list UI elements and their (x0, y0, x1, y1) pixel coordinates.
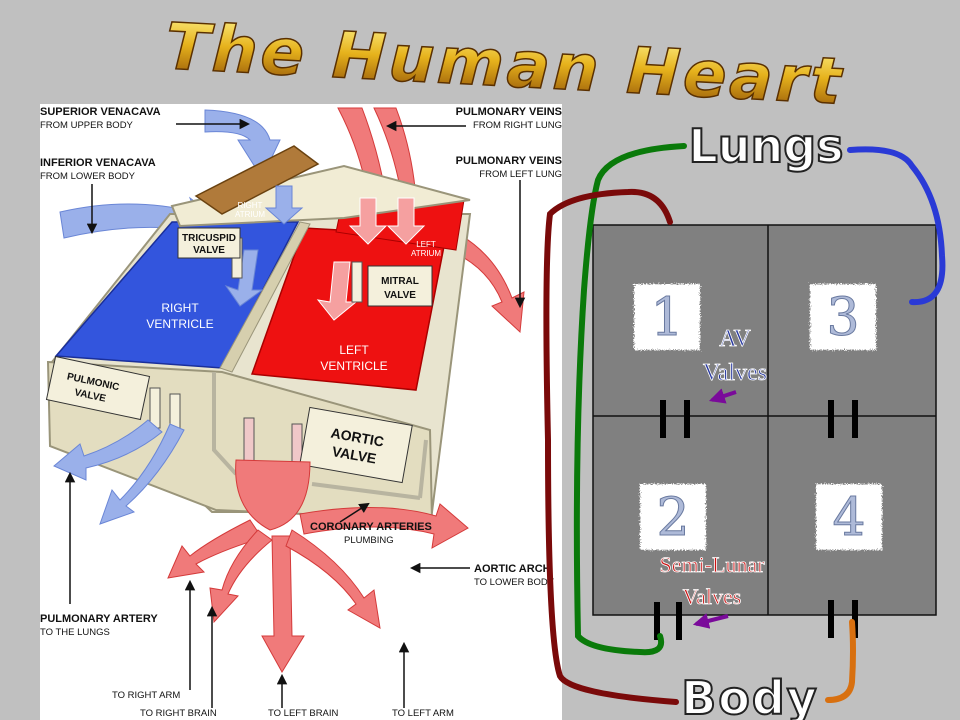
pulmonary-artery-arrow-2 (99, 423, 185, 525)
left-ventricle-flow-arrow (316, 261, 358, 321)
arrow-to-left-arm (285, 529, 381, 629)
pulmonic-valve-tag: Pulmonic Valve (45, 355, 151, 421)
mitral-valve-label-2: Valve (384, 290, 416, 301)
semilunar-valves-label-line2: Valves (683, 584, 742, 609)
semilunar-valve-right (828, 600, 858, 638)
pulmonary-veins-left-sub: From Left Lung (479, 169, 562, 180)
aortic-valve-tag: Aortic Valve (299, 406, 413, 484)
av-valves-label-line1: AV (719, 326, 751, 352)
left-atrium-flow-arrow-2 (386, 197, 426, 245)
av-valves-pointer-arrow (708, 388, 737, 404)
superior-venacava-sub: From Upper Body (40, 120, 134, 131)
tricuspid-valve-label: Tricuspid (182, 233, 236, 244)
tricuspid-valve-tag: Tricuspid Valve (177, 227, 241, 259)
chamber-4: 4 (816, 484, 882, 550)
orange-path-to-body (825, 619, 856, 703)
chamber-2-number: 2 (656, 488, 689, 548)
left-atrium-flow-arrow (348, 197, 388, 245)
mitral-valve-tag: Mitral Valve (367, 265, 433, 307)
heart-schematic: 1 3 2 4 (543, 118, 946, 720)
chamber-1-number: 1 (650, 288, 683, 348)
pulmonary-artery-label: Pulmonary Artery (40, 613, 158, 625)
inferior-venacava-sub: From Lower Body (40, 171, 136, 182)
left-ventricle-label-2: Ventricle (320, 359, 387, 373)
superior-venacava-label: Superior Venacava (40, 106, 161, 118)
aortic-arch-sub: To Lower Body (474, 577, 555, 588)
heart-illustration: Tricuspid Valve Mitral Valve Pulmonic Va… (40, 104, 562, 720)
mitral-valve-label: Mitral (381, 276, 419, 287)
semilunar-valve-left (654, 602, 682, 640)
right-ventricle-label-2: Ventricle (146, 317, 213, 331)
green-path-to-lungs (573, 143, 687, 656)
maroon-path-from-body (543, 188, 679, 705)
pulmonary-veins-right-sub: From Right Lung (473, 120, 562, 131)
body-label: Body (681, 671, 819, 720)
aorta-trunk (235, 459, 311, 531)
septum-wall (219, 221, 311, 373)
chamber-1: 1 (634, 284, 700, 350)
tricuspid-valve-label-2: Valve (193, 245, 225, 256)
atrium-roof (194, 145, 320, 215)
arrow-aortic-arch (299, 503, 469, 549)
page-title: The Human Heart (164, 10, 846, 119)
right-atrium-label: Right (238, 201, 263, 210)
right-atrium-label-2: Atrium (235, 210, 265, 219)
left-atrium-label: Left (416, 240, 436, 249)
blue-path-from-lungs (847, 146, 946, 306)
to-left-arm-label: To Left Arm (392, 708, 454, 719)
to-left-brain-label: To Left Brain (268, 708, 339, 719)
title-group: The Human Heart (163, 10, 847, 121)
semilunar-valves-label-line1: Semi-Lunar (659, 552, 765, 577)
left-ventricle-label: Left (339, 343, 369, 357)
pulmonic-valve-flap (149, 387, 161, 429)
mitral-valve-flap (351, 261, 363, 303)
chamber-4-number: 4 (832, 488, 865, 548)
left-atrium-label-2: Atrium (411, 249, 441, 258)
arrow-to-left-brain (261, 535, 305, 673)
arrow-to-right-arm (167, 519, 263, 579)
inferior-venacava-label: Inferior Venacava (40, 157, 156, 169)
coronary-plumbing (212, 372, 428, 500)
to-right-arm-label: To Right Arm (112, 690, 180, 701)
coronary-plumbing-label: Plumbing (344, 535, 394, 546)
semilunar-valves-pointer-arrow (692, 613, 729, 629)
pulmonary-veins-left-label: Pulmonary Veins (456, 155, 562, 167)
aortic-arch-label: Aortic Arch (474, 563, 551, 575)
av-valve-right (828, 400, 858, 438)
chamber-3: 3 (810, 284, 876, 350)
arrow-to-right-brain (209, 529, 273, 624)
right-atrium-flow-arrow (264, 185, 304, 225)
right-ventricle-flow-arrow (224, 249, 264, 307)
pulmonary-artery-sub: To The Lungs (40, 627, 110, 638)
to-right-brain-label: To Right Brain (140, 708, 217, 719)
pulmonary-veins-right-label: Pulmonary Veins (456, 106, 562, 118)
pointer-coronary (339, 502, 370, 523)
chamber-3-number: 3 (826, 288, 859, 348)
pulmonary-artery-arrow (53, 419, 163, 481)
aortic-valve-flap (243, 417, 255, 463)
coronary-arteries-label: Coronary Arteries (310, 521, 432, 533)
av-valves-label-line2: Valves (703, 360, 767, 386)
chamber-2: 2 (640, 484, 706, 550)
right-ventricle-label: Right (161, 301, 199, 315)
aortic-valve-label-2: Valve (331, 443, 378, 467)
lungs-label: Lungs (688, 119, 843, 173)
av-valve-left (660, 400, 690, 438)
